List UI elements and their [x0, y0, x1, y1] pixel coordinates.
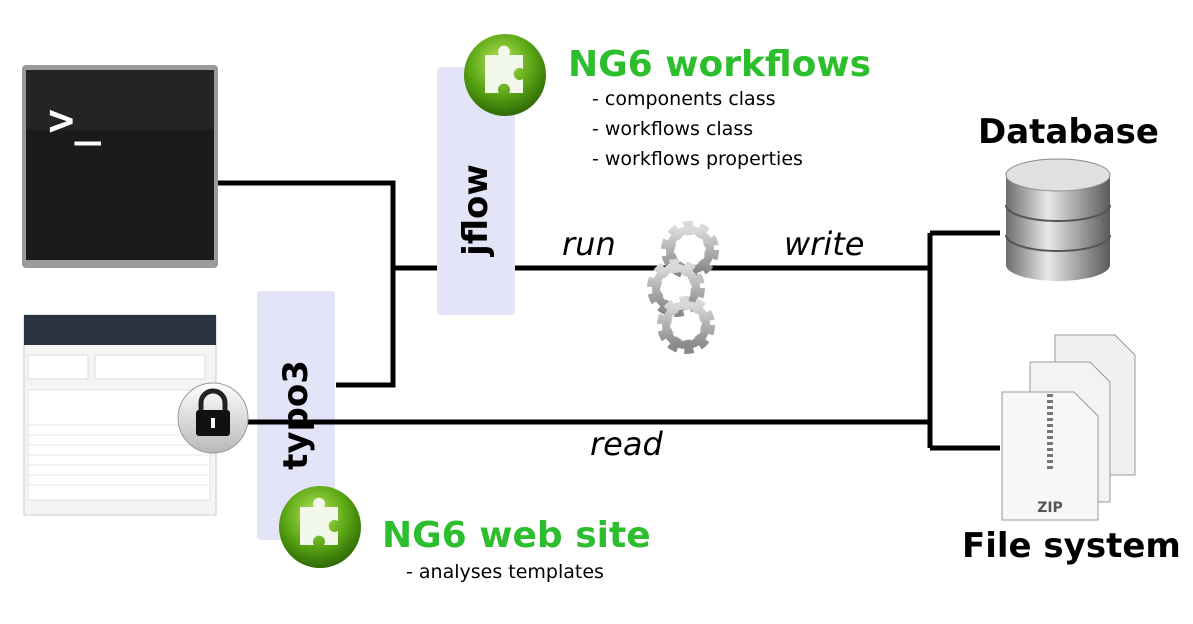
workflows-item: - components class: [592, 88, 776, 110]
workflows-item: - workflows properties: [592, 148, 803, 170]
workflows-items: - components class - workflows class - w…: [592, 84, 803, 174]
website-puzzle-icon: [279, 486, 361, 568]
terminal-icon: >_: [22, 65, 218, 268]
workflows-title: NG6 workflows: [568, 44, 872, 85]
filesystem-label: File system: [962, 526, 1181, 566]
read-label: read: [590, 425, 663, 463]
website-items: - analyses templates: [406, 557, 604, 587]
website-title: NG6 web site: [382, 515, 651, 556]
website-item: - analyses templates: [406, 561, 604, 583]
zip-files-icon: ZIP: [1001, 334, 1136, 521]
write-label: write: [784, 225, 865, 263]
workflows-puzzle-icon: [464, 34, 546, 116]
database-icon: [1005, 158, 1111, 281]
gears-icon: [647, 221, 719, 354]
lock-icon: [177, 382, 249, 454]
workflows-item: - workflows class: [592, 118, 754, 140]
terminal-connector: [218, 180, 396, 388]
svg-text:ZIP: ZIP: [1037, 500, 1063, 516]
database-label: Database: [978, 112, 1159, 152]
svg-text:>_: >_: [48, 95, 101, 146]
run-label: run: [562, 225, 616, 263]
